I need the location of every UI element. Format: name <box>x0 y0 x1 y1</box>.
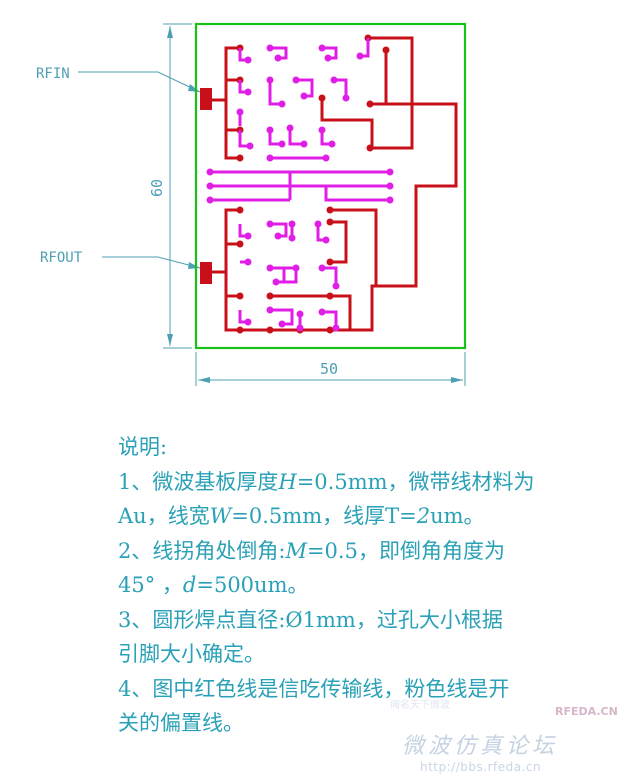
board-outline <box>194 22 467 350</box>
width-dimension-label: 50 <box>320 360 338 378</box>
note-line-8: 关的偏置线。 <box>118 711 244 735</box>
rfout-pad <box>200 262 212 284</box>
height-dimension-label: 60 <box>148 179 166 197</box>
rfout-label: RFOUT <box>40 250 83 266</box>
note-line-5: 3、圆形焊点直径:Ø1mm，过孔大小根据 <box>118 607 503 632</box>
note-line-7: 4、图中红色线是信吃传输线，粉色线是开 <box>118 676 510 701</box>
note-line-2: Au，线宽W=0.5mm，线厚T=2um。 <box>118 504 485 528</box>
rfin-label: RFIN <box>36 66 70 82</box>
note-line-6: 引脚大小确定。 <box>118 642 265 666</box>
dimension-lines <box>78 23 466 386</box>
watermark-url: http://bbs.rfeda.cn <box>420 760 542 774</box>
bias-pads <box>206 44 394 332</box>
notes-title: 说明: <box>118 435 168 459</box>
rfin-pad <box>200 88 212 110</box>
notes-panel: 说明: 1、微波基板厚度H=0.5mm，微带线材料为 Au，线宽W=0.5mm，… <box>118 430 628 741</box>
note-line-1: 1、微波基板厚度H=0.5mm，微带线材料为 <box>118 469 535 494</box>
watermark-title: 微波仿真论坛 <box>402 734 559 759</box>
watermark-logo: RFEDA.CN <box>555 705 618 718</box>
watermark-faint-text: 闻名天下微波 <box>390 700 450 711</box>
note-line-4: 45° ，d=500um。 <box>118 573 309 597</box>
pcb-layout-drawing: 60 50 RFIN RFOUT <box>36 22 467 386</box>
note-line-3: 2、线拐角处倒角:M=0.5，即倒角角度为 <box>118 538 505 563</box>
